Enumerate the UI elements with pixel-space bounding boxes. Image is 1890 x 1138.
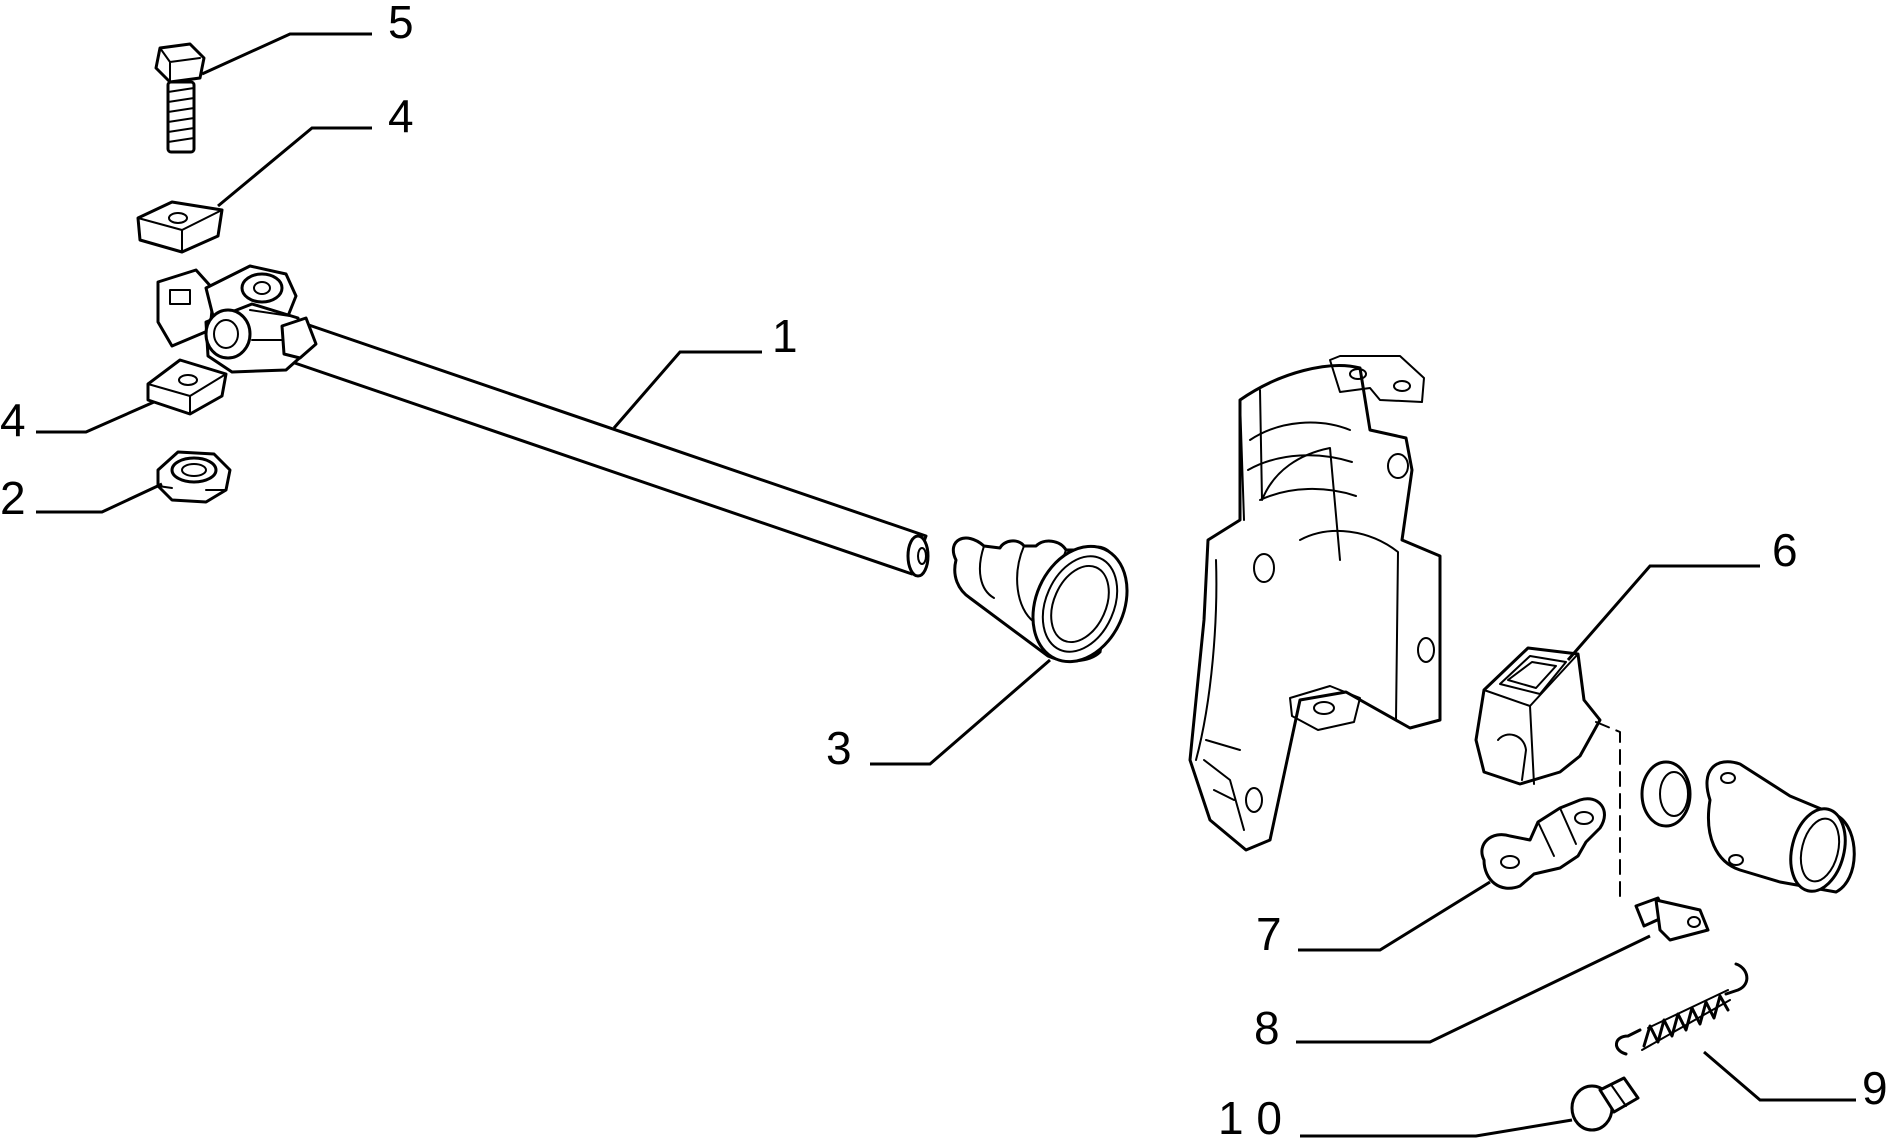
part-9-spring (1615, 962, 1749, 1056)
callout-2: 2 (0, 472, 26, 524)
part-3-boot (951, 536, 1129, 664)
callout-4-lower: 4 (0, 394, 26, 446)
callout-8: 8 (1254, 1002, 1280, 1054)
part-4-upper-plate (136, 200, 224, 254)
callout-7: 7 (1256, 908, 1282, 960)
bushing (1640, 760, 1692, 828)
callout-6: 6 (1772, 524, 1798, 576)
callout-10: 1 0 (1218, 1092, 1282, 1138)
gearshift-housing (1188, 355, 1442, 852)
part-8-screw (1634, 896, 1710, 942)
leader-lines (36, 32, 1856, 1138)
flanged-cup (1705, 760, 1856, 894)
callout-9: 9 (1862, 1062, 1888, 1114)
part-6-block (1474, 646, 1602, 786)
part-2-nut (156, 450, 232, 504)
callout-3: 3 (826, 722, 852, 774)
callout-4-upper: 4 (388, 90, 414, 142)
part-7-bracket (1480, 797, 1606, 890)
part-10-bolt (1570, 1076, 1640, 1132)
part-1-shaft (156, 264, 930, 578)
callout-5: 5 (388, 0, 414, 48)
part-5-bolt (154, 42, 206, 154)
part-4-lower-plate (146, 358, 228, 416)
callout-1: 1 (772, 310, 798, 362)
